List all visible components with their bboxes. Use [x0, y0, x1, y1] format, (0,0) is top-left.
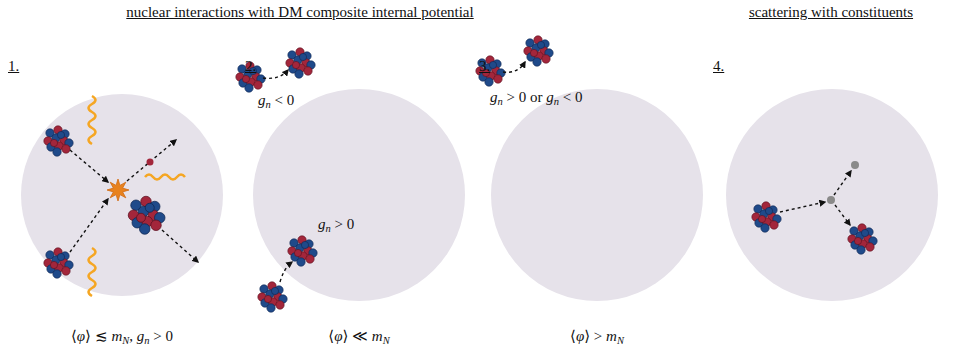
panel-number: 2. — [245, 58, 256, 75]
coupling-label: gn > 0 or gn < 0 — [490, 89, 582, 106]
math-subscript: n — [144, 335, 149, 346]
condition-caption: ⟨φ⟩ > mN — [570, 328, 624, 345]
panel-number: 4. — [713, 58, 724, 75]
nucleus — [44, 248, 73, 278]
math-subscript: N — [122, 335, 129, 346]
dm-composite — [726, 89, 938, 301]
math-text: > 0 — [331, 216, 354, 232]
nucleus — [476, 56, 505, 86]
math-symbol: g — [546, 89, 554, 105]
math-text: ⟨ — [71, 328, 77, 344]
fusion-star — [107, 179, 129, 201]
math-symbol: φ — [334, 328, 342, 344]
dashed-arrow — [162, 230, 198, 262]
math-subscript: n — [554, 96, 559, 107]
math-symbol: φ — [576, 328, 584, 344]
emitted-particle — [147, 159, 154, 166]
math-text: , — [129, 328, 137, 344]
math-text: ⟨ — [328, 328, 334, 344]
photon-wave — [145, 175, 185, 180]
nucleus — [44, 126, 73, 156]
math-text: ⟨ — [570, 328, 576, 344]
math-subscript: n — [266, 99, 271, 110]
dashed-arrow — [835, 205, 850, 225]
dashed-arrow — [834, 171, 851, 195]
nucleus — [752, 202, 781, 232]
dashed-arrow — [70, 199, 108, 252]
dashed-arrow — [780, 202, 825, 212]
coupling-label: gn > 0 — [318, 216, 354, 233]
math-symbol: g — [490, 89, 498, 105]
constituent — [827, 196, 835, 204]
math-symbol: m — [372, 328, 383, 344]
nucleus — [286, 48, 315, 78]
panel-number: 1. — [8, 58, 19, 75]
photon-wave — [89, 96, 96, 144]
nucleus — [524, 36, 553, 66]
constituent — [851, 161, 859, 169]
dashed-arrow — [263, 70, 288, 78]
nucleus — [848, 224, 877, 254]
math-subscript: n — [326, 223, 331, 234]
dashed-arrow — [503, 62, 525, 72]
dm-composite — [491, 89, 703, 301]
section-heading: nuclear interactions with DM composite i… — [126, 4, 473, 21]
nucleus — [128, 196, 165, 234]
dm-composite — [21, 94, 223, 296]
math-symbol: g — [318, 216, 326, 232]
math-symbol: g — [258, 92, 266, 108]
math-subscript: N — [617, 335, 624, 346]
math-text: < 0 — [559, 89, 582, 105]
math-text: ⟩ ≪ — [342, 328, 371, 344]
math-text: > 0 or — [503, 89, 546, 105]
math-subscript: N — [383, 335, 390, 346]
dm-composite — [253, 89, 465, 301]
section-heading: scattering with constituents — [749, 4, 913, 21]
math-subscript: n — [498, 96, 503, 107]
math-text: < 0 — [271, 92, 294, 108]
math-text: > 0 — [150, 328, 173, 344]
math-text: ⟩ ≲ — [85, 328, 111, 344]
condition-caption: ⟨φ⟩ ≲ mN, gn > 0 — [71, 328, 173, 345]
nucleus — [258, 282, 287, 312]
math-symbol: φ — [77, 328, 85, 344]
condition-caption: ⟨φ⟩ ≪ mN — [328, 328, 389, 345]
coupling-label: gn < 0 — [258, 92, 294, 109]
nucleus — [288, 236, 317, 266]
math-symbol: m — [606, 328, 617, 344]
dashed-arrow — [70, 150, 108, 182]
math-symbol: m — [111, 328, 122, 344]
panel-number: 3. — [479, 58, 490, 75]
math-text: ⟩ > — [584, 328, 606, 344]
math-symbol: g — [137, 328, 145, 344]
photon-wave — [89, 248, 96, 296]
dashed-arrow — [280, 262, 292, 282]
